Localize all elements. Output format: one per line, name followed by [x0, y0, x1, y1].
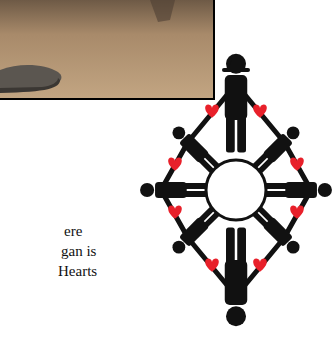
photo — [0, 0, 215, 99]
text-fragment: gan is — [61, 242, 96, 260]
text-fragment: ere — [64, 222, 82, 240]
text-fragment: Hearts — [58, 262, 97, 280]
logo — [140, 54, 332, 327]
